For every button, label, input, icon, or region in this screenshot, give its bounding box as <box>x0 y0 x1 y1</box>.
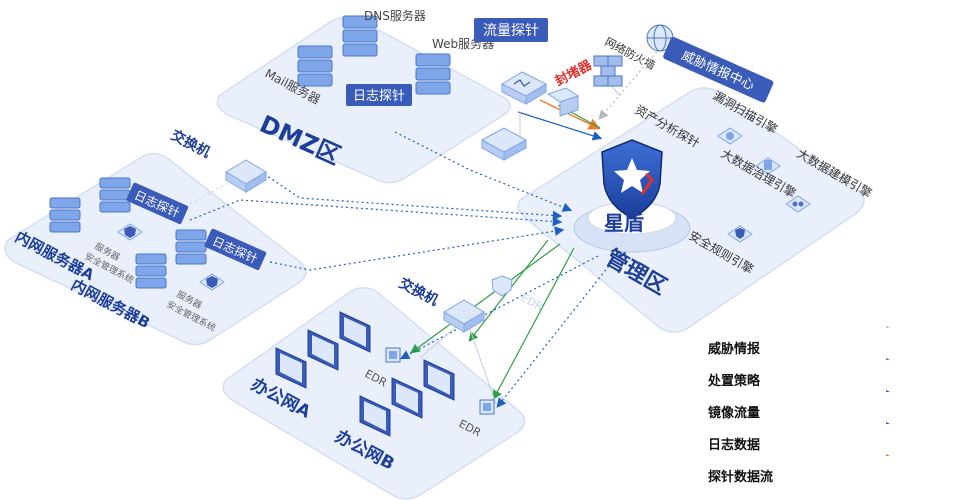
office-b-monitor-2-icon <box>391 377 423 419</box>
firewall-icon <box>593 55 623 87</box>
traffic-probe-device-icon <box>500 71 548 105</box>
bigdata-model-engine-icon <box>785 195 811 213</box>
security-system-b-icon <box>199 273 225 291</box>
intranet-server-3-icon <box>175 229 207 265</box>
office-a-monitor-1-icon <box>275 347 307 389</box>
dmz-log-probe: 日志探针 <box>346 84 412 106</box>
platform-office <box>222 287 526 500</box>
office-switch-label: 交换机 <box>396 275 441 310</box>
intranet-server-1-icon <box>49 197 81 233</box>
dns-server-label: DNS服务器 <box>364 8 426 23</box>
bigdata-gov-engine-icon <box>755 157 781 175</box>
office-switch-icon <box>443 299 485 333</box>
intranet-server-4-icon <box>135 253 167 289</box>
legend-label-log: 日志数据 <box>708 438 761 453</box>
dmz-log-probe-label: 日志探针 <box>353 89 405 104</box>
intranet-switch-icon <box>225 159 267 193</box>
office-a-monitor-2-icon <box>307 329 339 371</box>
legend: 威胁情报 处置策略 镜像流量 日志数据 探针数据流 <box>700 322 905 485</box>
platform-management <box>517 87 865 333</box>
traffic-probe-tag: 流量探针 <box>474 18 548 42</box>
office-b-monitor-1-icon <box>359 395 391 437</box>
web-server-icon <box>415 53 451 95</box>
xingdun-label: 星盾 <box>604 211 644 235</box>
legend-item-mirror: 镜像流量 <box>700 386 905 421</box>
intranet-switch-label: 交换机 <box>168 127 213 162</box>
office-b-monitor-3-icon <box>423 359 455 401</box>
blocker-label: 封堵器 <box>552 57 595 90</box>
vuln-scan-engine-icon <box>717 127 743 145</box>
security-system-a-icon <box>117 223 143 241</box>
security-rule-engine-icon <box>727 225 753 243</box>
dns-server-icon <box>342 15 378 57</box>
blocker-laptop-icon <box>546 87 580 117</box>
legend-item-disposal: 处置策略 <box>700 354 905 389</box>
legend-item-probe-flow: 探针数据流 <box>700 450 905 485</box>
edr-watermark-shield-icon <box>491 275 513 297</box>
legend-label-disposal: 处置策略 <box>708 374 761 389</box>
legend-label-probe-flow: 探针数据流 <box>708 470 774 485</box>
legend-item-threat-intel: 威胁情报 <box>700 322 905 357</box>
office-a-edr-icon <box>385 347 401 363</box>
legend-label-threat-intel: 威胁情报 <box>708 342 761 357</box>
mail-server-icon <box>297 45 333 87</box>
legend-item-log: 日志数据 <box>700 418 905 453</box>
office-a-monitor-3-icon <box>339 311 371 353</box>
xingdun-shield-icon <box>601 139 663 219</box>
office-b-edr-icon <box>479 399 495 415</box>
intranet-server-2-icon <box>99 177 131 213</box>
legend-label-mirror: 镜像流量 <box>708 406 761 421</box>
mirror-switch-icon <box>480 127 528 161</box>
traffic-probe-label: 流量探针 <box>483 23 539 39</box>
